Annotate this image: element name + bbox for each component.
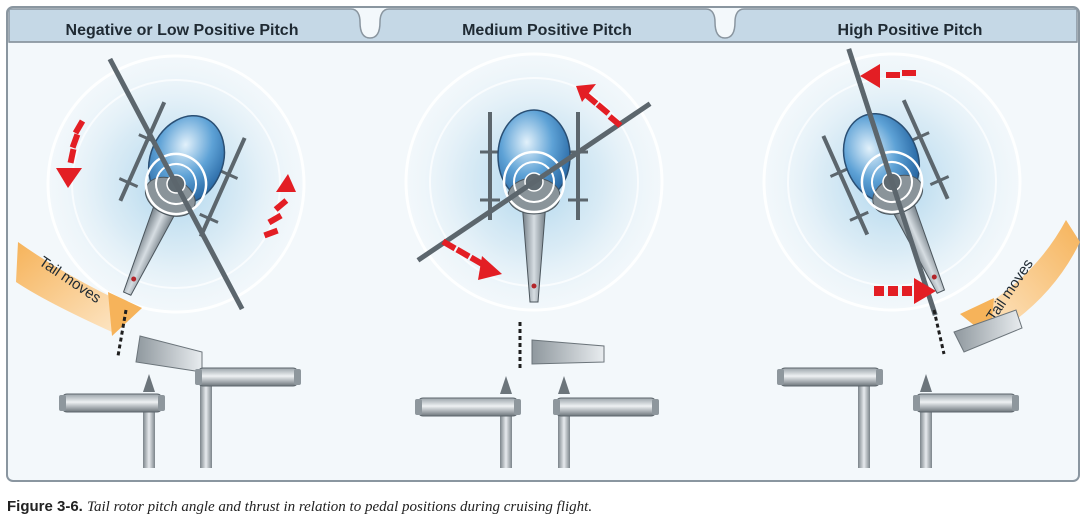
panel-title-high-pitch: High Positive Pitch [837,22,983,39]
figure-caption-text: Tail rotor pitch angle and thrust in rel… [87,499,593,515]
helicopter-top-view-icon [404,52,664,312]
figure-caption: Figure 3-6. Tail rotor pitch angle and t… [7,498,1077,516]
rotor-rotation-arrow-icon [56,119,296,239]
pedal-icon [776,367,1020,468]
pedal-icon [58,367,302,468]
panel-title-low-pitch: Negative or Low Positive Pitch [65,22,299,39]
helicopter-top-view-icon [6,13,347,355]
pedal-icon [414,376,660,468]
panel-title-medium-pitch: Medium Positive Pitch [462,22,632,39]
figure-label: Figure 3-6. [7,498,83,515]
diagram-artwork: Tail moves [6,6,1080,482]
helicopter-top-view-icon [721,11,1063,353]
rotor-rotation-arrow-icon [441,84,623,280]
figure-frame: Tail moves [6,6,1080,482]
rotor-rotation-arrow-icon [860,64,936,304]
